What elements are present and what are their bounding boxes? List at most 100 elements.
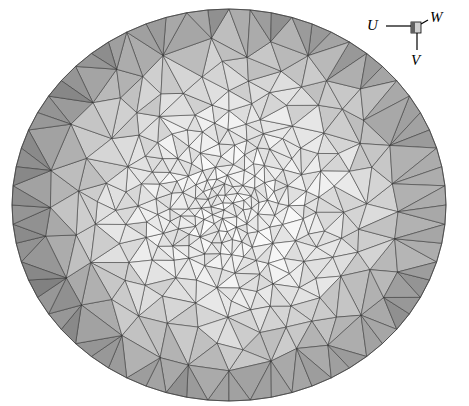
mesh-triangle (95, 202, 115, 224)
mesh-triangle (112, 299, 139, 335)
mesh-triangle (163, 13, 187, 56)
mesh-triangle (106, 167, 128, 192)
mesh-triangle (342, 89, 363, 120)
mesh-triangle (327, 53, 367, 88)
mesh-triangle (243, 176, 255, 188)
mesh-triangle (160, 172, 177, 184)
mesh-triangle (270, 284, 291, 306)
mesh-triangle (122, 335, 160, 377)
mesh-triangle (170, 209, 181, 221)
mesh-triangle (128, 156, 152, 172)
mesh-triangle (232, 242, 244, 257)
mesh-triangle (76, 305, 122, 344)
mesh-triangle (212, 243, 222, 254)
mesh-triangle (71, 103, 112, 139)
mesh-triangle (328, 345, 367, 368)
mesh-triangle (235, 260, 260, 274)
mesh-triangle (201, 199, 211, 208)
mesh-triangle (236, 217, 247, 227)
mesh-triangle (176, 258, 197, 280)
mesh-triangle (158, 233, 173, 246)
mesh-triangle (255, 165, 265, 182)
axis-label: W (430, 10, 443, 25)
mesh-triangle (229, 371, 250, 401)
axis-label: V (411, 53, 420, 68)
mesh-triangle (242, 233, 252, 247)
mesh-triangle (297, 321, 328, 348)
mesh-triangle (46, 208, 77, 236)
mesh-triangle (358, 239, 395, 270)
mesh-triangle (219, 144, 235, 157)
mesh-triangle (301, 133, 324, 153)
mesh-triangle (359, 212, 398, 239)
mesh-triangle (170, 193, 189, 209)
mesh-triangle (176, 278, 197, 303)
mesh-triangle (260, 93, 286, 120)
mesh-triangle (244, 196, 251, 208)
mesh-triangle (173, 246, 189, 260)
mesh-triangle (302, 153, 321, 174)
mesh-triangle (137, 77, 161, 113)
mesh-triangle (222, 255, 235, 273)
mesh-triangle (195, 192, 208, 200)
mesh-triangle (239, 274, 259, 291)
triad-cube-shade (411, 22, 415, 33)
mesh-triangle (189, 234, 200, 245)
mesh-triangle (181, 209, 195, 216)
mesh-triangle (229, 91, 252, 111)
mesh-triangle (220, 243, 231, 255)
mesh-triangle (207, 179, 217, 188)
mesh-triangle (66, 235, 90, 278)
w-axis (421, 20, 428, 24)
mesh-triangle (312, 298, 337, 321)
mesh-triangle (200, 224, 219, 237)
mesh-triangle (187, 10, 212, 38)
mesh-triangle (283, 126, 301, 148)
mesh-outline (12, 9, 446, 401)
mesh-triangle (247, 224, 258, 233)
mesh-triangle (189, 246, 205, 259)
mesh-triangle (167, 303, 198, 327)
mesh-triangle (146, 237, 158, 260)
mesh-triangle (49, 81, 93, 103)
mesh-triangle (228, 130, 247, 145)
mesh-triangle (196, 219, 204, 237)
v-axis (416, 33, 417, 50)
mesh-triangle (187, 130, 202, 146)
mesh-triangle (279, 186, 289, 206)
mesh-triangle (219, 231, 228, 243)
mesh-triangle (29, 113, 71, 130)
mesh-triangle (234, 145, 245, 165)
mesh-triangle (250, 361, 271, 400)
mesh-triangle (141, 172, 159, 184)
mesh-triangle (247, 10, 271, 57)
mesh-triangle (292, 148, 302, 174)
mesh-triangle (229, 361, 271, 400)
mesh-triangle (12, 205, 50, 224)
mesh-triangle (187, 365, 208, 400)
mesh-triangle (86, 139, 127, 167)
mesh-triangle (229, 9, 250, 57)
mesh-triangles (12, 9, 446, 401)
mesh-triangle (178, 216, 195, 229)
mesh-triangle (127, 24, 163, 56)
mesh-triangle (289, 191, 307, 205)
mesh-triangle (271, 361, 292, 397)
mesh-triangle (12, 186, 50, 208)
triad-cube (411, 22, 421, 33)
mesh-triangle (159, 93, 183, 116)
mesh-triangle (21, 262, 66, 280)
mesh-triangle (126, 167, 141, 192)
mesh-triangle (361, 315, 397, 343)
mesh-triangle (222, 61, 248, 91)
mesh-triangle (253, 148, 264, 165)
mesh-triangle (336, 276, 361, 317)
mesh-triangle (244, 247, 257, 260)
mesh-triangle (146, 222, 163, 237)
mesh-triangle (360, 53, 382, 88)
mesh-triangle (392, 167, 445, 186)
axis-triad (386, 20, 428, 50)
mesh-triangle (196, 288, 228, 318)
mesh-triangle (217, 273, 240, 288)
